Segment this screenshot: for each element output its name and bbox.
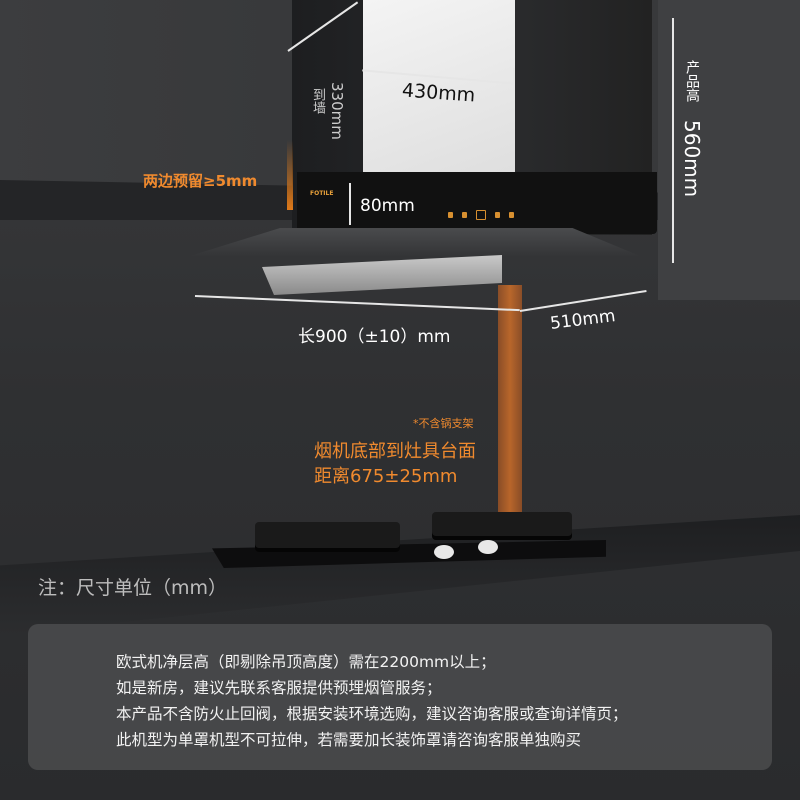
info-line: 此机型为单罩机型不可拉伸，若需要加长装饰罩请咨询客服单独购买 bbox=[116, 731, 582, 749]
footnote: *不含锅支架 bbox=[413, 417, 474, 430]
product-height-prefix: 产品高 bbox=[684, 60, 700, 102]
control-icon bbox=[462, 212, 467, 218]
control-icon bbox=[448, 212, 453, 218]
info-box: 欧式机净层高（即剔除吊顶高度）需在2200mm以上； 如是新房，建议先联系客服提… bbox=[28, 624, 772, 770]
side-clearance-label: 两边预留≥5mm bbox=[143, 172, 258, 190]
info-line: 本产品不含防火止回阀，根据安装环境选购，建议咨询客服或查询详情页； bbox=[116, 705, 628, 723]
dim-line-height bbox=[672, 18, 674, 263]
product-height-label: 560mm bbox=[680, 120, 704, 198]
control-icon bbox=[495, 212, 500, 218]
install-height-marker bbox=[498, 285, 522, 520]
burner-left bbox=[255, 522, 400, 552]
stove-knob bbox=[434, 545, 454, 559]
hood-decor-cover bbox=[363, 0, 515, 200]
panel-height-label: 80mm bbox=[360, 196, 415, 216]
hood-control-panel bbox=[297, 172, 657, 234]
stove-knob bbox=[478, 540, 498, 554]
depth-label: 330mm bbox=[328, 82, 346, 140]
hood-glass-panel bbox=[190, 228, 640, 256]
unit-note: 注：尺寸单位（mm） bbox=[38, 577, 228, 599]
side-clearance-marker bbox=[287, 140, 293, 210]
install-height-line2: 距离675±25mm bbox=[314, 466, 458, 487]
length-label: 长900（±10）mm bbox=[298, 327, 451, 347]
dim-tick bbox=[513, 68, 515, 98]
control-buttons bbox=[448, 210, 514, 220]
depth-sub-label: 到墙 bbox=[310, 88, 325, 114]
power-icon bbox=[476, 210, 486, 220]
dim-line-panel bbox=[349, 183, 351, 225]
control-icon bbox=[509, 212, 514, 218]
info-line: 欧式机净层高（即剔除吊顶高度）需在2200mm以上； bbox=[116, 653, 496, 671]
right-cabinet bbox=[658, 0, 800, 300]
install-height-line1: 烟机底部到灶具台面 bbox=[314, 441, 476, 462]
brand-logo: FOTILE bbox=[310, 190, 334, 197]
info-line: 如是新房，建议先联系客服提供预埋烟管服务； bbox=[116, 679, 442, 697]
burner-right bbox=[432, 512, 572, 540]
